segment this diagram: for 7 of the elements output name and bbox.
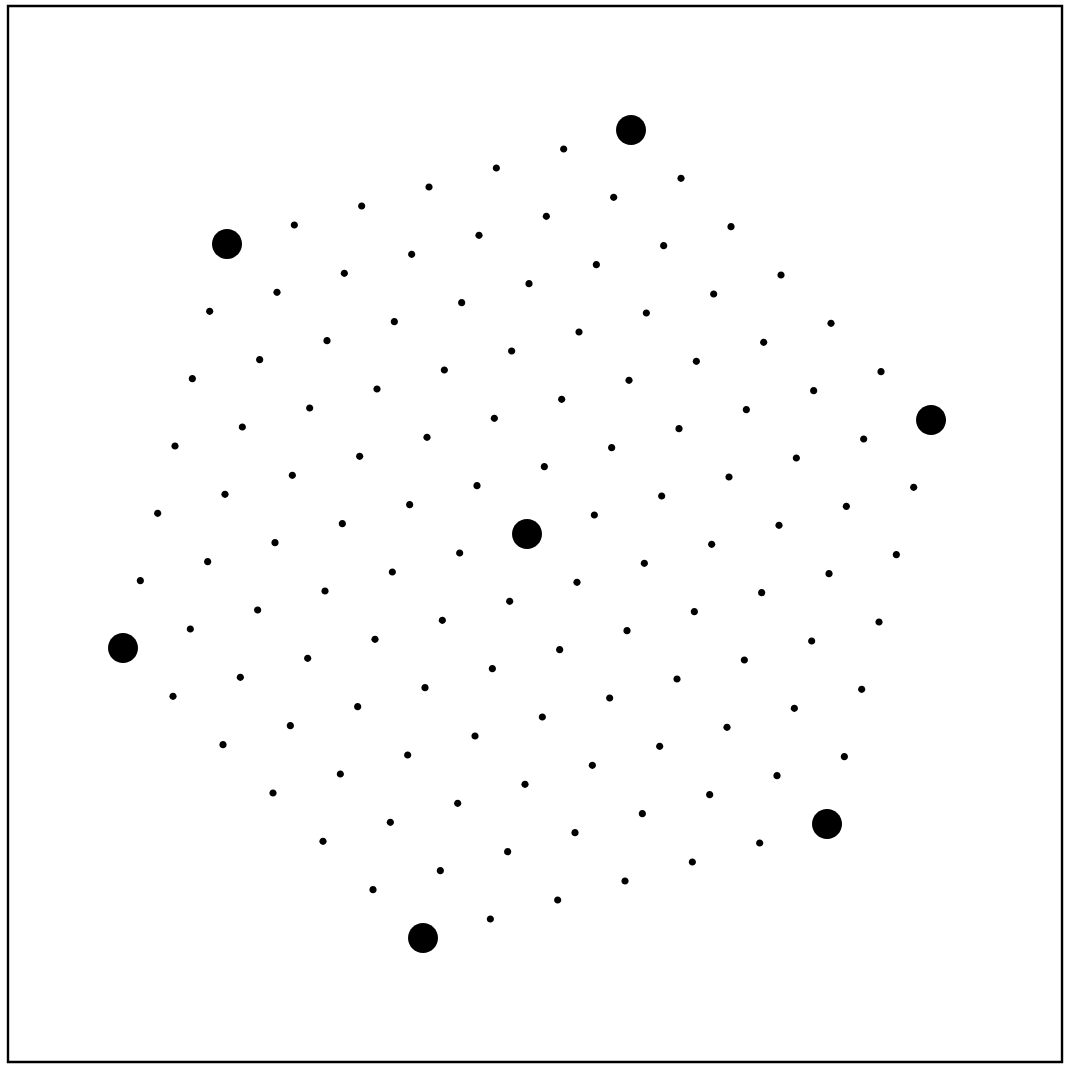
lattice-point: [408, 923, 438, 953]
lattice-point: [812, 809, 842, 839]
lattice-point: [616, 115, 646, 145]
lattice-point: [212, 229, 242, 259]
lattice-point: [916, 405, 946, 435]
lattice-point: [512, 519, 542, 549]
lattice-point: [108, 633, 138, 663]
